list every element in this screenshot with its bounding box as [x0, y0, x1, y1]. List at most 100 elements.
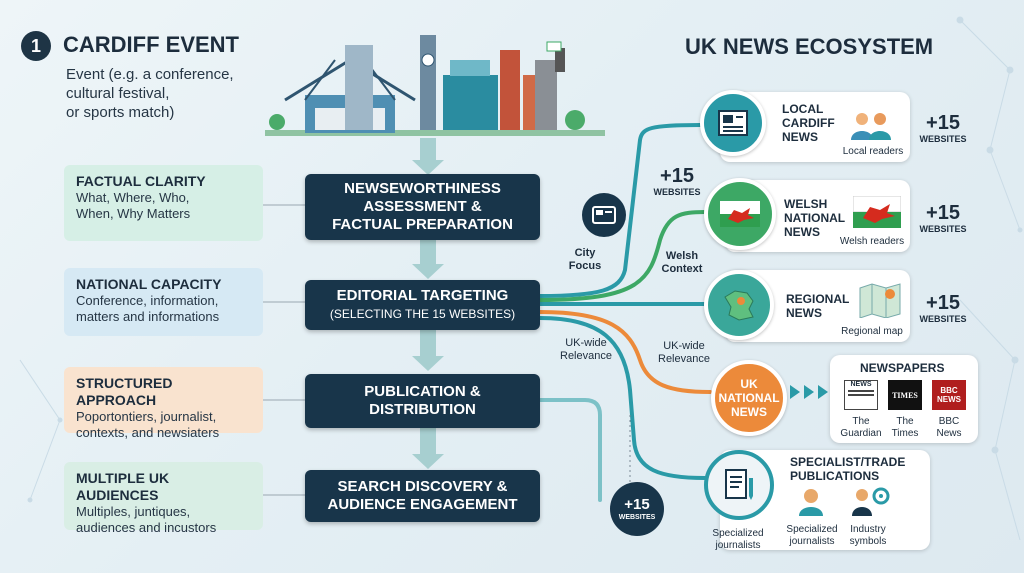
plus-word: WEBSITES: [653, 187, 701, 197]
paper-name-line: Times: [891, 428, 919, 439]
side-box-factual-clarity: FACTUAL CLARITY What, Where, Who, When, …: [64, 165, 263, 241]
title-line: SPECIALIST/TRADE: [790, 455, 906, 469]
side-box-line: Conference, information,: [76, 293, 219, 308]
plus-websites-badge: +15 WEBSITES: [916, 112, 970, 144]
event-description: Event (e.g. a conference, cultural festi…: [66, 65, 234, 122]
plus-number: +15: [926, 112, 960, 134]
plus-websites-circle: +15 WEBSITES: [610, 482, 664, 536]
step-line: DISTRIBUTION: [369, 401, 476, 418]
step-line: EDITORIAL TARGETING: [336, 287, 509, 304]
side-box-national-capacity: NATIONAL CAPACITY Conference, informatio…: [64, 268, 263, 336]
caption-line: journalists: [715, 540, 761, 551]
readers-icon: [851, 113, 891, 140]
industry-item-caption: Industry symbols: [842, 524, 894, 548]
side-box-line: matters and informations: [76, 309, 220, 324]
title-line: REGIONAL: [786, 292, 850, 306]
side-box-structured-approach: STRUCTURED APPROACH Poportontiers, journ…: [64, 367, 263, 440]
plus-websites-badge: +15 WEBSITES: [916, 202, 970, 234]
plus-number: +15: [624, 495, 650, 513]
plus-word: WEBSITES: [919, 134, 967, 144]
caption-line: symbols: [849, 536, 887, 547]
title-line: CARDIFF: [782, 116, 835, 130]
label-city-focus: City Focus: [560, 247, 610, 273]
label-welsh-context: Welsh Context: [654, 250, 710, 276]
title-line: NEWS: [784, 225, 820, 239]
caption-line: Specialized: [786, 524, 838, 535]
circle-line: NEWS: [731, 405, 767, 419]
step-number-badge: 1: [21, 31, 51, 61]
paper-name-line: The: [896, 416, 914, 427]
circle-line: UK: [740, 377, 758, 391]
caption-line: Specialized: [712, 528, 764, 539]
regional-news-title: REGIONAL NEWS: [786, 292, 849, 320]
step-newsworthiness-assessment: NEWSEWORTHINESS ASSESSMENT & FACTUAL PRE…: [305, 174, 540, 240]
paper-name-line: The: [852, 416, 870, 427]
step-editorial-targeting: EDITORIAL TARGETING (SELECTING THE 15 WE…: [305, 280, 540, 330]
event-description-line: cultural festival,: [66, 85, 170, 102]
side-box-multiple-audiences: MULTIPLE UK AUDIENCES Multiples, juntiqu…: [64, 462, 263, 535]
paper-name-line: BBC: [938, 416, 960, 427]
label-line: Relevance: [658, 353, 710, 365]
step-line: FACTUAL PREPARATION: [332, 216, 513, 233]
plus-number: +15: [926, 202, 960, 224]
title-line: WELSH: [784, 197, 828, 211]
city-focus-icon: [582, 193, 626, 237]
side-box-line: Poportontiers, journalist,: [76, 409, 217, 424]
page-title: CARDIFF EVENT: [63, 32, 239, 57]
industry-icon: [852, 487, 890, 516]
plus-websites-badge: +15 WEBSITES: [916, 292, 970, 324]
welsh-news-caption: Welsh readers: [839, 236, 905, 247]
paper-name-line: News: [936, 428, 962, 439]
journalist-icon: [799, 489, 823, 516]
step-search-discovery: SEARCH DISCOVERY & AUDIENCE ENGAGEMENT: [305, 470, 540, 522]
title-line: NATIONAL: [784, 211, 846, 225]
specialist-left-caption: Specialized journalists: [708, 528, 768, 552]
newspaper-icon: [700, 90, 766, 156]
bbc-label: BBC News: [926, 416, 972, 440]
document-pen-icon: [704, 450, 774, 520]
specialist-title: SPECIALIST/TRADE PUBLICATIONS: [790, 455, 905, 483]
side-box-title: NATIONAL CAPACITY: [76, 276, 222, 292]
regional-map-icon: [859, 283, 901, 318]
title-line: NEWS: [782, 130, 818, 144]
welsh-flag-icon: [704, 178, 776, 250]
title-line: NEWS: [786, 306, 822, 320]
step-line: AUDIENCE ENGAGEMENT: [327, 496, 518, 513]
step-line: NEWSEWORTHINESS: [344, 180, 501, 197]
wales-map-icon: [704, 270, 774, 340]
caption-line: Industry: [850, 524, 886, 535]
newspapers-heading: NEWSPAPERS: [860, 361, 945, 375]
circle-line: NATIONAL: [718, 391, 780, 405]
event-description-line: Event (e.g. a conference,: [66, 66, 234, 83]
plus-number: +15: [926, 292, 960, 314]
welsh-flag-small-icon: [853, 196, 901, 228]
step-line: PUBLICATION &: [364, 383, 481, 400]
bbc-news-logo: BBC NEWS: [932, 380, 966, 410]
side-box-line: contexts, and newsiaters: [76, 425, 220, 440]
title-line: LOCAL: [782, 102, 824, 116]
regional-news-caption: Regional map: [841, 326, 903, 337]
label-line: UK-wide: [663, 340, 705, 352]
times-logo: TIMES: [888, 380, 922, 410]
label-line: Context: [661, 263, 703, 275]
paper-name-line: Guardian: [840, 428, 882, 439]
caption-line: journalists: [789, 536, 835, 547]
event-description-line: or sports match): [66, 104, 175, 121]
step-publication-distribution: PUBLICATION & DISTRIBUTION: [305, 374, 540, 428]
side-box-title: FACTUAL CLARITY: [76, 173, 206, 189]
side-box-line: What, Where, Who,: [76, 190, 190, 205]
title-line: PUBLICATIONS: [790, 469, 880, 483]
step-line: SEARCH DISCOVERY &: [337, 478, 508, 495]
label-line: UK-wide: [565, 337, 607, 349]
guardian-label: The Guardian: [838, 416, 884, 440]
plus-number: +15: [660, 165, 694, 187]
guardian-logo: NEWS: [844, 380, 878, 410]
label-line: City: [574, 247, 596, 259]
side-box-title: STRUCTURED APPROACH: [76, 375, 173, 408]
plus-websites-badge: +15 WEBSITES: [652, 165, 702, 197]
step-line: ASSESSMENT &: [363, 198, 482, 215]
plus-word: WEBSITES: [919, 314, 967, 324]
label-line: Focus: [568, 260, 602, 272]
